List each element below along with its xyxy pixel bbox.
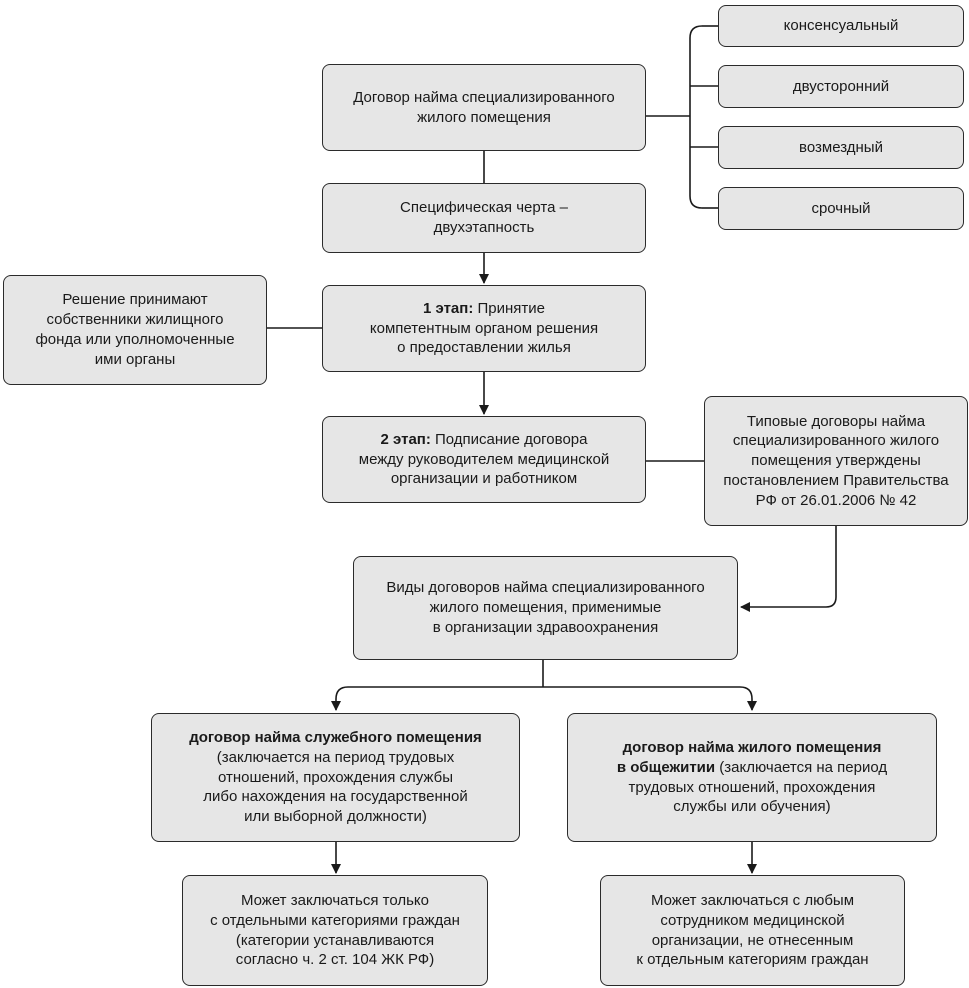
arrow-split-right <box>543 686 757 711</box>
arrow-split-left <box>331 686 543 711</box>
typical-contracts-box: Типовые договоры найма специализированно… <box>704 396 968 526</box>
main-contract-text: Договор найма специализированного жилого… <box>353 88 615 126</box>
feature-box-fixed-term: срочный <box>718 187 964 230</box>
service-contract-title: договор найма служебного помещения <box>189 729 482 746</box>
dormitory-contract-box: договор найма жилого помещения в общежит… <box>567 713 937 842</box>
decision-makers-box: Решение принимают собственники жилищного… <box>3 275 267 385</box>
arrow-typical-to-types <box>740 526 837 612</box>
features-bracket <box>689 25 703 209</box>
specific-feature-box: Специфическая черта – двухэтапность <box>322 183 646 253</box>
feature-box-bilateral: двусторонний <box>718 65 964 108</box>
stage2-label: 2 этап: <box>380 430 431 448</box>
service-contract-box: договор найма служебного помещения (закл… <box>151 713 520 842</box>
contract-types-box: Виды договоров найма специализированного… <box>353 556 738 660</box>
dormitory-contract-title-cont: в общежитии <box>616 758 716 776</box>
feature-box-paid: возмездный <box>718 126 964 169</box>
feature-box-consensual: консенсуальный <box>718 5 964 47</box>
stage2-box: 2 этап: Подписание договора между руково… <box>322 416 646 503</box>
stage1-label: 1 этап: <box>422 299 474 317</box>
dormitory-note-box: Может заключаться с любым сотрудником ме… <box>600 875 905 986</box>
dormitory-contract-title: договор найма жилого помещения <box>622 738 882 756</box>
service-note-box: Может заключаться только с отдельными ка… <box>182 875 488 986</box>
main-contract-box: Договор найма специализированного жилого… <box>322 64 646 151</box>
stage1-box: 1 этап: Принятие компетентным органом ре… <box>322 285 646 372</box>
